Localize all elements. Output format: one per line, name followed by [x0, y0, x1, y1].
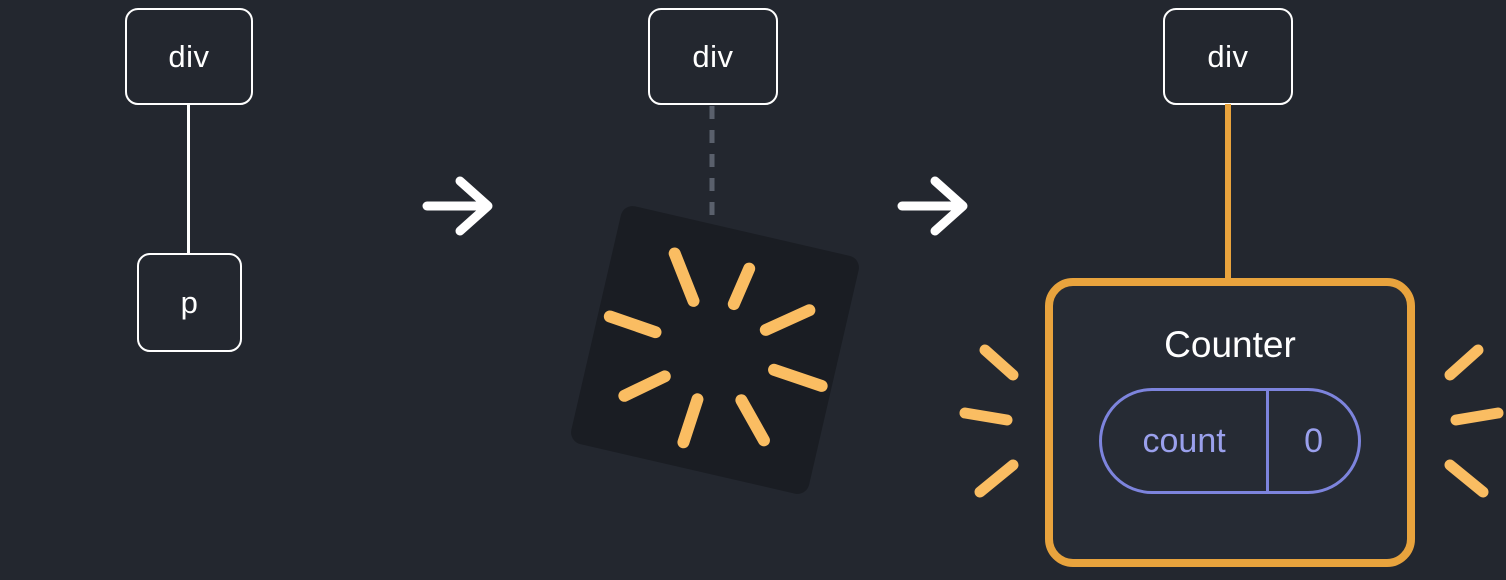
- state-value-label: 0: [1304, 421, 1324, 460]
- explosion-icon: [571, 206, 859, 494]
- dom-node-label: p: [180, 284, 199, 320]
- component-title: Counter: [1164, 324, 1296, 365]
- burst-right-icon: [1444, 344, 1504, 498]
- highlight-connector-line: [1225, 104, 1231, 280]
- connector-line: [187, 104, 190, 254]
- dom-node-label: div: [692, 38, 734, 74]
- burst-left-icon: [959, 344, 1019, 498]
- dom-node-div-2: div: [648, 8, 778, 105]
- dom-node-div-1: div: [125, 8, 253, 105]
- counter-component-card: Counter count 0: [1045, 278, 1415, 567]
- dom-node-p: p: [137, 253, 242, 352]
- state-pill: count 0: [1099, 388, 1361, 494]
- dom-node-label: div: [168, 38, 210, 74]
- dom-node-div-3: div: [1163, 8, 1293, 105]
- dom-node-label: div: [1207, 38, 1249, 74]
- arrow-right-icon: [422, 176, 493, 236]
- state-key-label: count: [1102, 391, 1270, 491]
- arrow-right-icon: [897, 176, 968, 236]
